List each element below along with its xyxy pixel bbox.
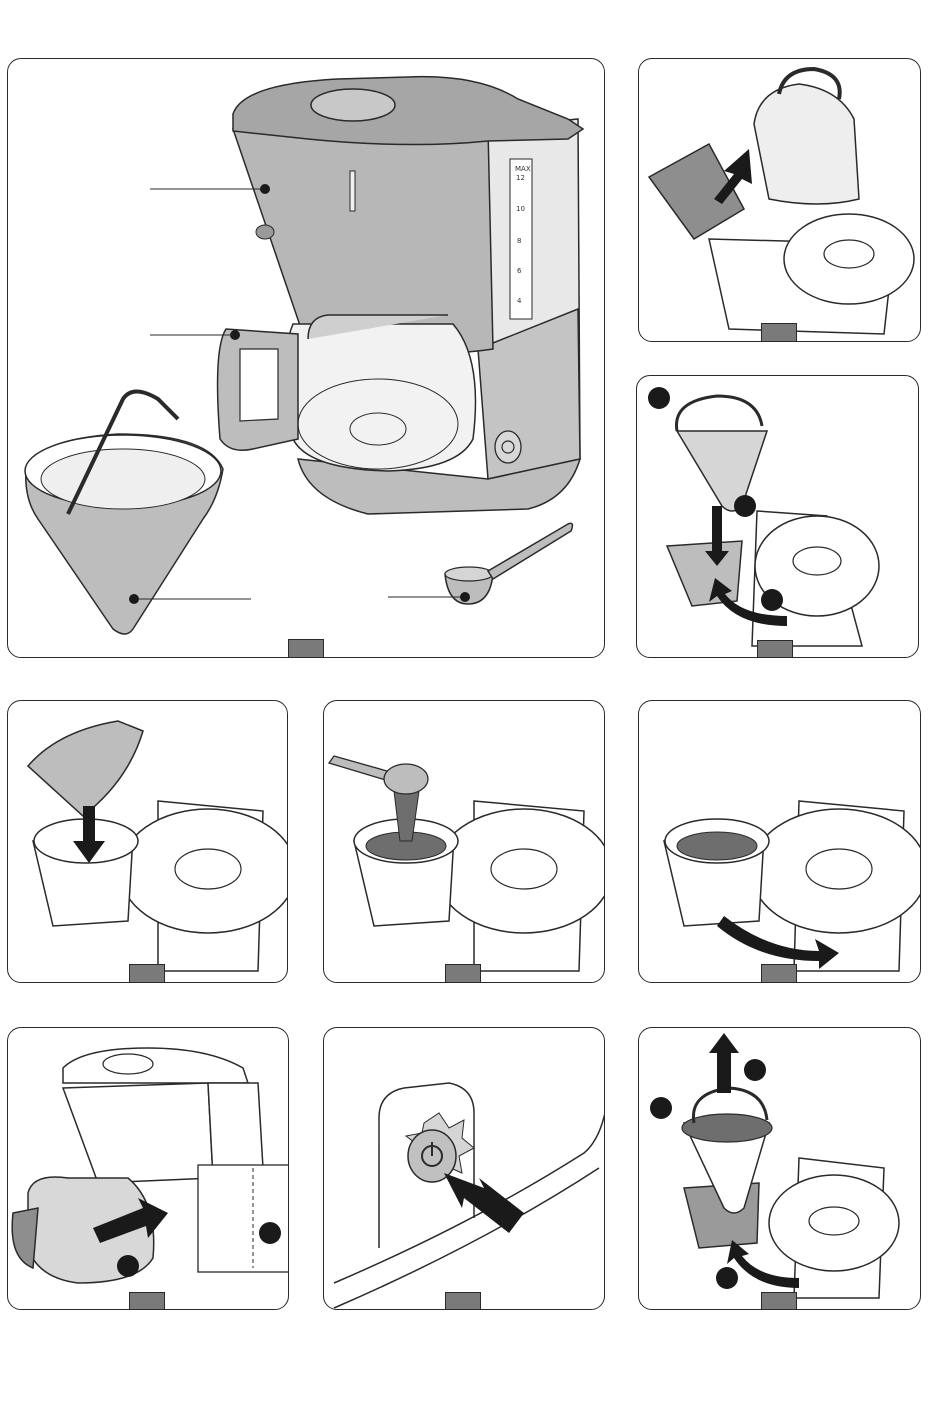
panel-close-lid: [638, 700, 921, 983]
callout-dot-3: [761, 589, 783, 611]
callout-dot-1: [716, 1267, 738, 1289]
gauge-label-6: 6: [517, 267, 522, 275]
step-badge-remove-filter: [761, 1292, 797, 1310]
step-badge-close-lid: [761, 964, 797, 983]
callout-dot-1: [117, 1255, 139, 1277]
detail-inset: [198, 1165, 289, 1272]
panel-insert-paper-filter: [7, 700, 288, 983]
panel-remove-filter: [638, 1027, 921, 1310]
callout-dot-scoop: [460, 592, 470, 602]
callout-dot-tank: [260, 184, 270, 194]
callout-dot-1: [648, 387, 670, 409]
panel-overview: MAX 12 10 8 6 4: [7, 58, 605, 658]
callout-dot-filter: [129, 594, 139, 604]
step-badge-place-jug: [129, 1292, 165, 1310]
gauge-label-max: MAX: [515, 165, 531, 173]
close-lid-illustration: [639, 701, 921, 983]
callout-dot-2: [650, 1097, 672, 1119]
press-power-illustration: [324, 1028, 605, 1310]
step-badge-add-ground-coffee: [445, 964, 481, 983]
step-badge-insert-filter-holder: [757, 640, 793, 658]
panel-insert-filter-holder: [636, 375, 919, 658]
callout-dot-3: [744, 1059, 766, 1081]
insert-filter-holder-illustration: [637, 376, 919, 658]
gauge-label-8: 8: [517, 237, 521, 245]
panel-fill-water: [638, 58, 921, 342]
step-badge-fill-water: [761, 323, 797, 342]
panel-place-jug: [7, 1027, 289, 1310]
gauge-label-12: 12: [516, 174, 525, 182]
step-badge-press-power: [445, 1292, 481, 1310]
remove-filter-illustration: [639, 1028, 921, 1310]
callout-dot-2: [259, 1222, 281, 1244]
overview-illustration: MAX 12 10 8 6 4: [8, 59, 605, 658]
gauge-label-10: 10: [516, 205, 525, 213]
place-jug-illustration: [8, 1028, 289, 1310]
gauge-label-4: 4: [517, 297, 522, 305]
panel-add-ground-coffee: [323, 700, 605, 983]
add-ground-coffee-illustration: [324, 701, 605, 983]
step-badge-overview: [288, 639, 324, 658]
insert-paper-filter-illustration: [8, 701, 288, 983]
panel-press-power: [323, 1027, 605, 1310]
callout-dot-2: [734, 495, 756, 517]
fill-water-illustration: [639, 59, 921, 342]
arrow-icon: [709, 1033, 739, 1093]
step-badge-insert-paper-filter: [129, 964, 165, 983]
